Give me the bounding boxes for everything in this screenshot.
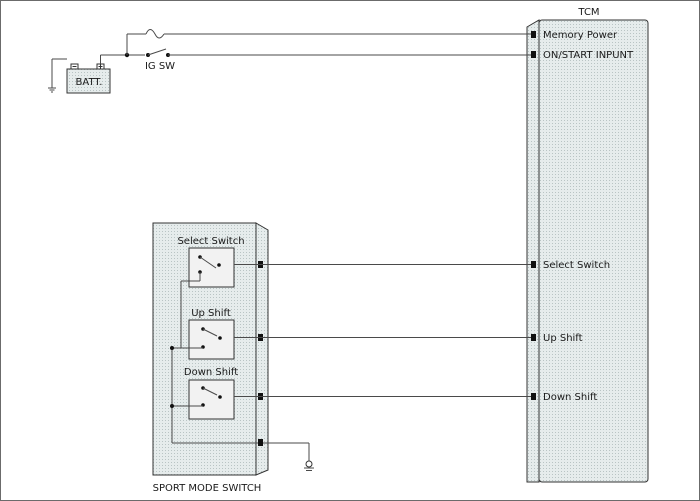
select-switch-blade-icon — [199, 256, 217, 269]
sport-mode-switch-module: SPORT MODE SWITCH Select Switch Up Shift… — [152, 222, 269, 494]
tcm-pin-label-up-shift: Up Shift — [543, 333, 583, 344]
tcm-module-side — [526, 19, 540, 483]
ig-switch-label: IG SW — [145, 61, 175, 72]
power-circuit: BATT. IG SW — [48, 29, 531, 94]
battery-label: BATT. — [76, 77, 103, 88]
tcm-pin-select-switch — [531, 261, 536, 268]
fuse-icon — [145, 29, 165, 39]
signal-wires — [234, 264, 531, 471]
battery — [66, 68, 111, 94]
ig-switch-blade-icon — [147, 48, 167, 56]
sport-pin-ground — [258, 439, 263, 446]
sport-module-side — [255, 222, 269, 476]
tcm-pin-on-start — [531, 51, 536, 58]
up-shift-blade-icon — [202, 328, 218, 337]
tcm-pin-label-on-start: ON/START INPUNT — [543, 50, 634, 61]
up-shift-label: Up Shift — [191, 308, 231, 319]
tcm-module-face — [538, 19, 649, 483]
select-switch-label: Select Switch — [177, 236, 244, 247]
up-shift-switch — [188, 319, 235, 360]
tcm-title: TCM — [577, 7, 599, 18]
tcm-pin-memory-power — [531, 31, 536, 38]
down-shift-switch — [188, 379, 235, 420]
tcm-pin-up-shift — [531, 334, 536, 341]
tcm-pin-down-shift — [531, 393, 536, 400]
down-shift-blade-icon — [202, 387, 218, 396]
tcm-pin-label-memory-power: Memory Power — [543, 30, 618, 41]
ground-terminal-icon — [305, 460, 313, 468]
tcm-module: TCM Memory Power ON/START INPUNT Select … — [526, 7, 649, 483]
down-shift-label: Down Shift — [184, 367, 238, 378]
tcm-pin-label-down-shift: Down Shift — [543, 392, 597, 403]
sport-module-title: SPORT MODE SWITCH — [153, 483, 262, 494]
tcm-pin-label-select-switch: Select Switch — [543, 260, 610, 271]
